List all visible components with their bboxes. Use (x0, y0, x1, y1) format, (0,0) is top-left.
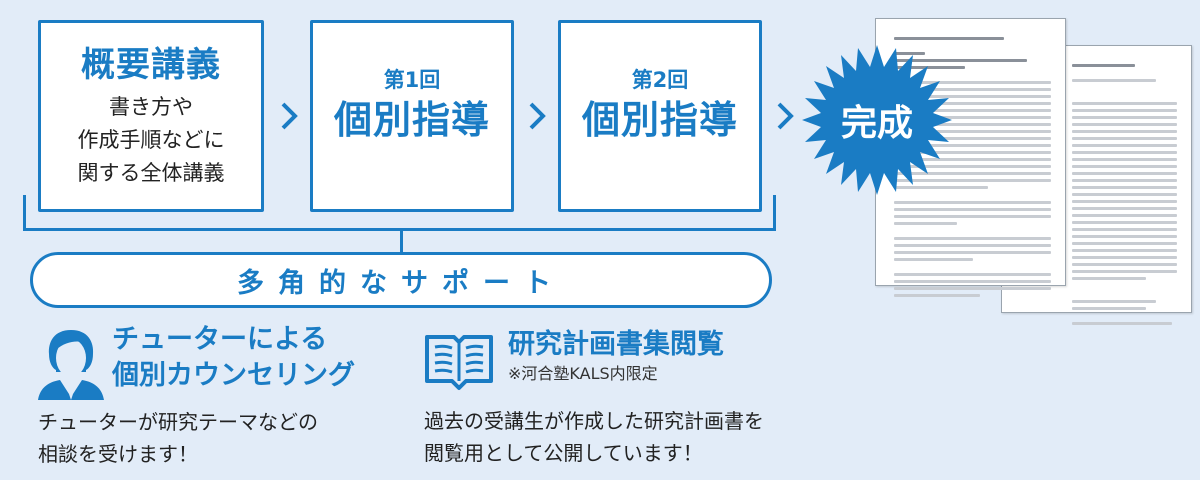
step-description: 書き方や 作成手順などに 関する全体講義 (78, 91, 225, 190)
starburst-badge-icon (802, 45, 952, 195)
step-round: 第1回 (383, 68, 441, 92)
chevron-right-icon (281, 102, 298, 130)
support-banner: 多角的なサポート (30, 252, 772, 308)
book-icon (425, 335, 493, 390)
step-title: 個別指導 (581, 98, 738, 142)
desc-line: 書き方や (109, 95, 193, 119)
feature-description: チューターが研究テーマなどの 相談を受けます！ (38, 410, 318, 466)
feature-note: ※河合塾KALS内限定 (508, 364, 658, 383)
step-overview-lecture: 概要講義 書き方や 作成手順などに 関する全体講義 (38, 20, 264, 212)
chevron-right-icon (777, 102, 794, 130)
desc-line: 作成手順などに (77, 128, 225, 152)
feature-description: 過去の受講生が作成した研究計画書を 閲覧用として公開しています！ (424, 409, 764, 465)
step-individual-2: 第2回 個別指導 (558, 20, 762, 212)
chevron-right-icon (529, 102, 546, 130)
step-title: 個別指導 (333, 98, 490, 142)
steps-bracket (23, 195, 776, 231)
bracket-connector (400, 231, 403, 255)
support-label: 多角的なサポート (237, 267, 565, 299)
step-round: 第2回 (631, 68, 689, 92)
desc-line: 関する全体講義 (77, 161, 225, 185)
feature-title: チューターによる 個別カウンセリング (112, 324, 355, 391)
person-icon (38, 330, 104, 400)
completion-label: 完成 (840, 103, 913, 144)
step-individual-1: 第1回 個別指導 (310, 20, 514, 212)
feature-title: 研究計画書集閲覧 ※河合塾KALS内限定 (508, 329, 724, 383)
step-title: 概要講義 (81, 45, 221, 85)
